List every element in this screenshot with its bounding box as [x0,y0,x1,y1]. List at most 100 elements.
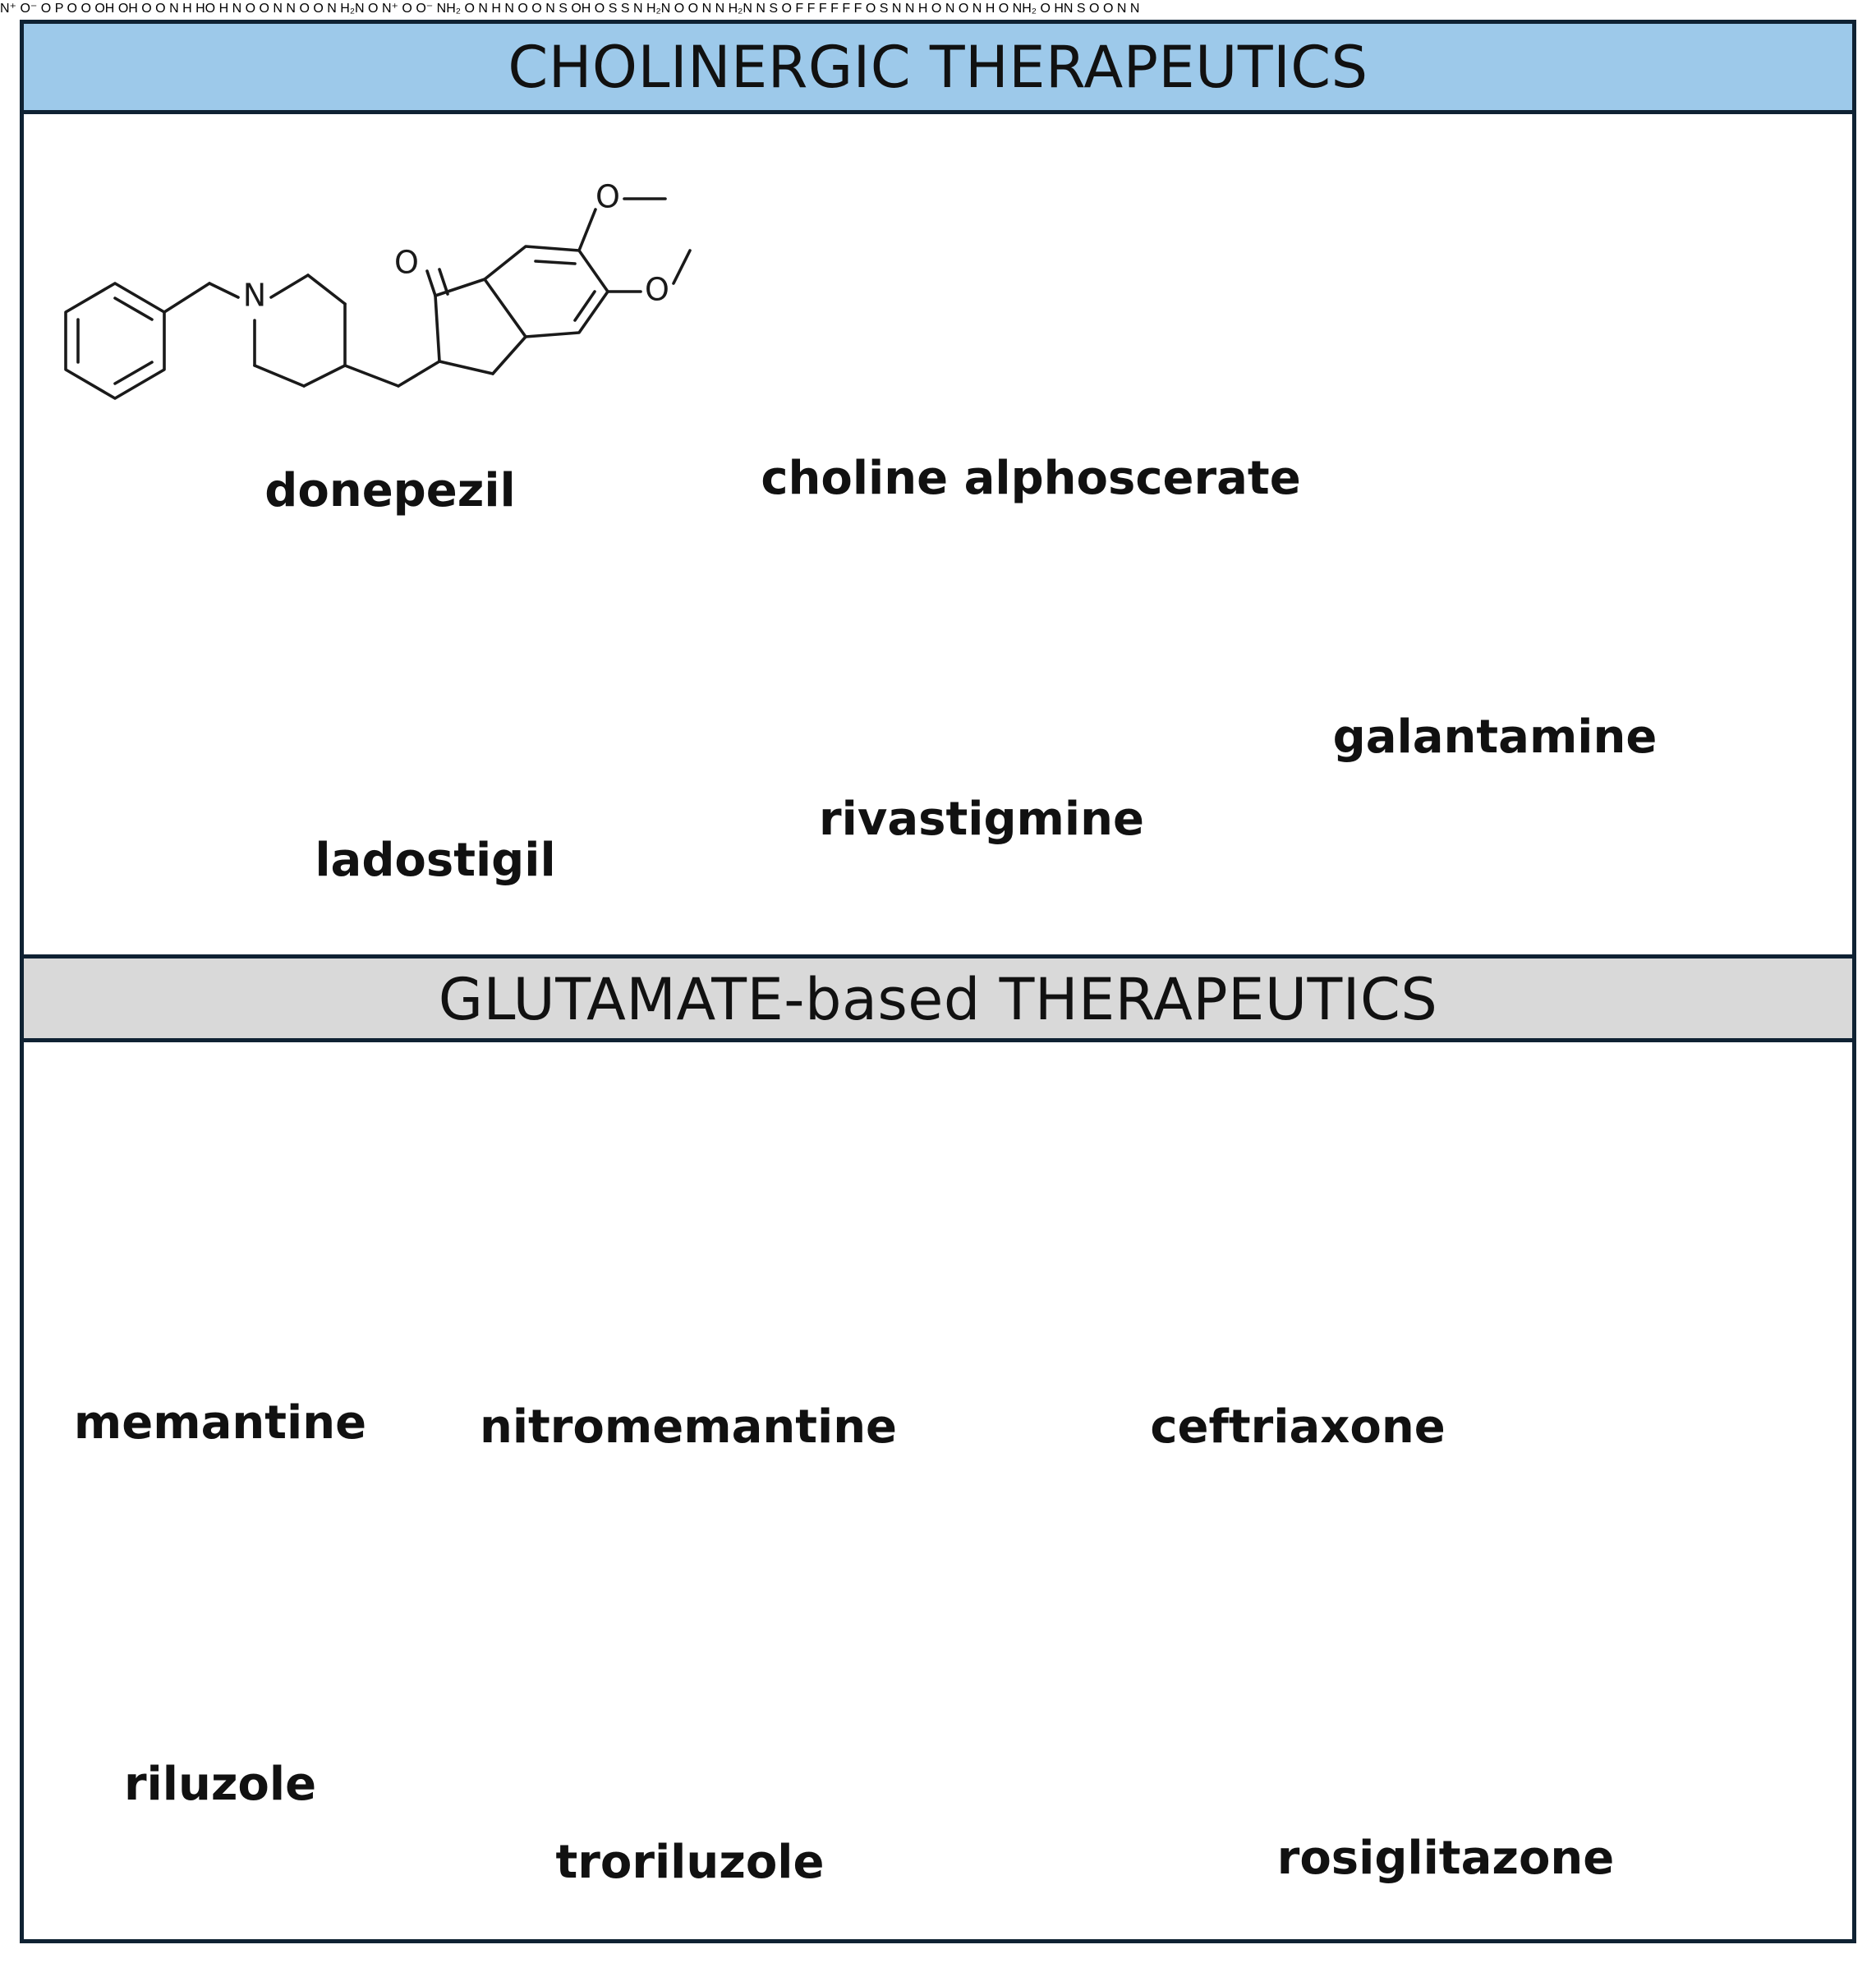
atom-label: H₂N [646,2,671,16]
atom-label: HO [195,2,216,16]
atom-label: F [830,2,839,16]
atom-label: O [687,2,699,16]
atom-label: N [1129,2,1140,16]
figure-frame: CHOLINERGIC THERAPEUTICS GLUTAMATE-based… [20,20,1856,1943]
label-riluzole: riluzole [123,1758,317,1811]
atom-label: O [531,2,542,16]
label-ladostigil: ladostigil [315,834,556,887]
atom-label: N⁺ [381,2,398,16]
troriluzole-structure: F F F O S N N H O N O N H O NH₂ [830,2,1040,16]
atom-label: S [608,2,618,16]
atom-label: F [807,2,816,16]
atom-label: O [259,2,269,16]
atom-label: H [182,2,192,16]
atom-label: N [545,2,555,16]
atom-label: O [155,2,166,16]
atom-label: N [632,2,643,16]
atom-label: F [842,2,851,16]
label-nitromemantine: nitromemantine [479,1400,898,1454]
atom-label: O [464,2,475,16]
choline-alphoscerate-structure: N⁺ O⁻ O P O O OH OH [0,2,141,16]
galantamine-structure: O O N H HO [141,2,218,16]
label-donepezil: donepezil [264,464,516,517]
atom-label: HN [1054,2,1074,16]
atom-label: O [1089,2,1100,16]
atom-label: H [491,2,501,16]
atom-label: O [80,2,91,16]
atom-label: O [781,2,792,16]
atom-label: O [402,2,412,16]
atom-label: O [67,2,77,16]
atom-label: F [795,2,804,16]
ceftriaxone-structure: O N H N O O N S OH O S S N H₂N O O N N [464,2,728,16]
atom-label: H [218,2,229,16]
label-rosiglitazone: rosiglitazone [1276,1832,1615,1885]
atom-label: S [879,2,889,16]
atom-label: O [645,272,669,308]
atom-label: S [559,2,568,16]
atom-label: P [54,2,64,16]
atom-label: N [232,2,242,16]
atom-label: H [985,2,995,16]
label-galantamine: galantamine [1332,710,1658,764]
atom-label: O [998,2,1009,16]
atom-label: O⁻ [20,2,38,16]
label-rivastigmine: rivastigmine [819,793,1144,846]
atom-label: O [595,179,620,215]
atom-label: N⁺ [0,2,16,16]
atom-label: NH₂ [436,2,461,16]
atom-label: F [853,2,862,16]
atom-label: O [958,2,969,16]
ladostigil-structure: H N O O N [219,2,287,16]
atom-label: OH [94,2,115,16]
atom-label: O⁻ [416,2,434,16]
atom-label: O [394,245,419,281]
atom-label: O [594,2,605,16]
atom-label: O [517,2,528,16]
atom-label: H₂N [340,2,365,16]
atom-label: OH [117,2,138,16]
atom-label: O [674,2,685,16]
riluzole-structure: H₂N N S O F F F [729,2,831,16]
label-ceftriaxone: ceftriaxone [1150,1400,1446,1454]
atom-label: S [769,2,779,16]
label-memantine: memantine [73,1396,367,1450]
atom-label: N [715,2,725,16]
atom-label: N [904,2,915,16]
cholinergic-section-title: CHOLINERGIC THERAPEUTICS [24,24,1852,114]
atom-label: F [818,2,827,16]
atom-label: N [327,2,337,16]
atom-label: NH₂ [1012,2,1037,16]
atom-label: S [620,2,630,16]
atom-label: N [504,2,514,16]
atom-label: N [891,2,902,16]
atom-label: O [141,2,152,16]
atom-label: O [245,2,256,16]
atom-label: S [1076,2,1086,16]
label-choline-alphoscerate: choline alphoscerate [761,452,1301,505]
atom-label: H₂N [728,2,752,16]
atom-label: O [931,2,942,16]
label-troriluzole: troriluzole [555,1836,825,1889]
nitromemantine-structure: O N⁺ O O⁻ NH₂ [368,2,464,16]
atom-label: O [1102,2,1114,16]
glutamate-section-title: GLUTAMATE-based THERAPEUTICS [24,954,1852,1042]
atom-label: N [756,2,766,16]
atom-label: OH [571,2,591,16]
atom-label: N [478,2,488,16]
atom-label: N [945,2,955,16]
atom-label: H [917,2,928,16]
atom-label: N [701,2,712,16]
rivastigmine-structure: N O O N [286,2,340,16]
atom-label: N [243,278,266,314]
atom-label: O [299,2,310,16]
atom-label: N [286,2,296,16]
atom-label: N [972,2,982,16]
atom-label: O [865,2,876,16]
memantine-structure: H₂N [340,2,368,16]
atom-label: O [40,2,52,16]
atom-label: N [273,2,283,16]
atom-label: O [368,2,379,16]
atom-label: O [1040,2,1051,16]
